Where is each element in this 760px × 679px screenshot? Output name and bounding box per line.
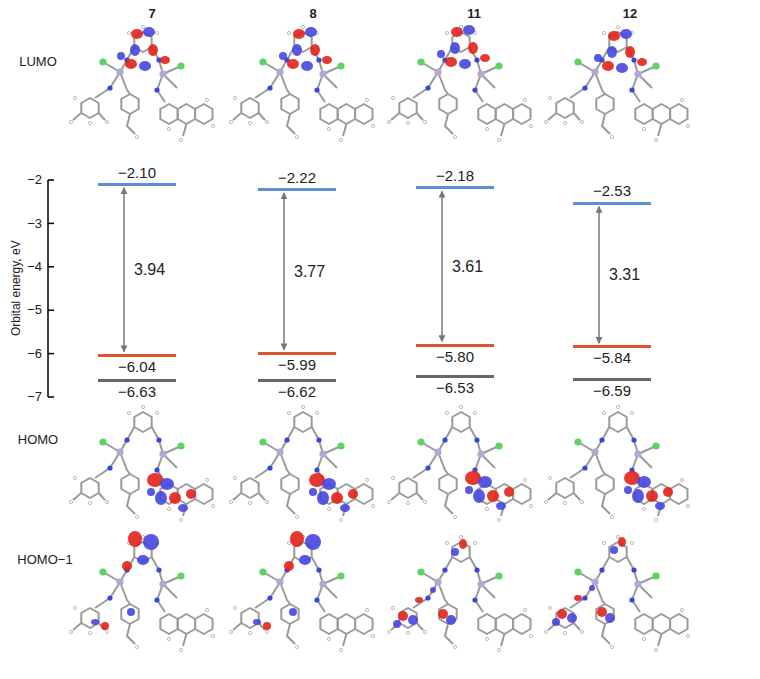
energy-level: −2.18: [416, 167, 494, 189]
energy-axis: [48, 180, 54, 397]
energy-level: −2.22: [258, 169, 336, 191]
panel-label: LUMO: [19, 54, 57, 70]
energy-value: −2.53: [573, 182, 651, 199]
molecule: [544, 535, 689, 651]
panel-label: 11: [467, 6, 481, 22]
energy-level: −6.53: [416, 375, 494, 396]
energy-level: −5.99: [258, 352, 336, 373]
molecule: [544, 405, 689, 521]
orbital-lobes: [393, 539, 467, 628]
orbital-lobes: [552, 537, 626, 626]
panel-label: 12: [623, 6, 637, 22]
energy-value: −6.63: [98, 383, 176, 400]
molecule: [69, 405, 214, 521]
orbital-lobes: [309, 473, 358, 512]
tick-label: −5: [27, 302, 42, 318]
orbital-lobes: [117, 27, 170, 71]
orbital-lobes: [147, 473, 196, 512]
gap-arrow: [283, 193, 285, 350]
tick-label: −4: [27, 259, 42, 275]
tick-label: −7: [27, 389, 42, 405]
panel-label: HOMO−1: [17, 552, 72, 568]
molecule: [387, 25, 532, 141]
energy-level: −6.62: [258, 379, 336, 400]
orbital-lobes: [279, 27, 332, 71]
orbital-lobes: [91, 531, 159, 630]
orbital-lobes: [437, 25, 490, 69]
tick-label: −3: [27, 216, 42, 232]
gap-arrow: [123, 188, 125, 352]
orbital-lobes: [253, 531, 321, 630]
energy-level: −5.80: [416, 344, 494, 365]
molecule: [387, 535, 532, 651]
gap-arrow: [598, 207, 600, 344]
gap-value: 3.77: [293, 262, 326, 281]
gap-value: 3.31: [608, 265, 641, 284]
energy-value: −2.18: [416, 167, 494, 184]
energy-level: −5.84: [573, 345, 651, 366]
molecule: [229, 535, 374, 651]
energy-value: −6.04: [98, 358, 176, 375]
energy-level: −2.10: [98, 164, 176, 186]
energy-value: −5.84: [573, 349, 651, 366]
molecule: [229, 25, 374, 141]
panel-label: HOMO: [18, 432, 58, 448]
gap-arrow: [441, 191, 443, 341]
energy-value: −6.62: [258, 383, 336, 400]
molecule: [387, 405, 532, 521]
panel-label: 8: [309, 6, 316, 22]
energy-level: −6.59: [573, 378, 651, 399]
energy-level: −6.63: [98, 379, 176, 400]
panel-label: 7: [148, 6, 155, 22]
axis-title: Orbital energy, eV: [9, 240, 23, 336]
molecule: [69, 25, 214, 141]
energy-value: −2.22: [258, 169, 336, 186]
energy-value: −5.80: [416, 348, 494, 365]
tick-label: −6: [27, 346, 42, 362]
molecule: [544, 25, 689, 141]
orbital-lobes: [624, 471, 673, 510]
orbital-lobes: [594, 29, 647, 73]
energy-value: −2.10: [98, 164, 176, 181]
molecule: [229, 405, 374, 521]
orbital-lobes: [465, 471, 514, 510]
energy-level: −6.04: [98, 354, 176, 375]
energy-value: −5.99: [258, 356, 336, 373]
molecule: [69, 535, 214, 651]
energy-level: −2.53: [573, 182, 651, 204]
tick-label: −2: [27, 172, 42, 188]
gap-value: 3.61: [451, 257, 484, 276]
energy-value: −6.53: [416, 379, 494, 396]
energy-value: −6.59: [573, 382, 651, 399]
molecule-orbital-plots: [69, 25, 689, 652]
gap-value: 3.94: [133, 260, 166, 279]
